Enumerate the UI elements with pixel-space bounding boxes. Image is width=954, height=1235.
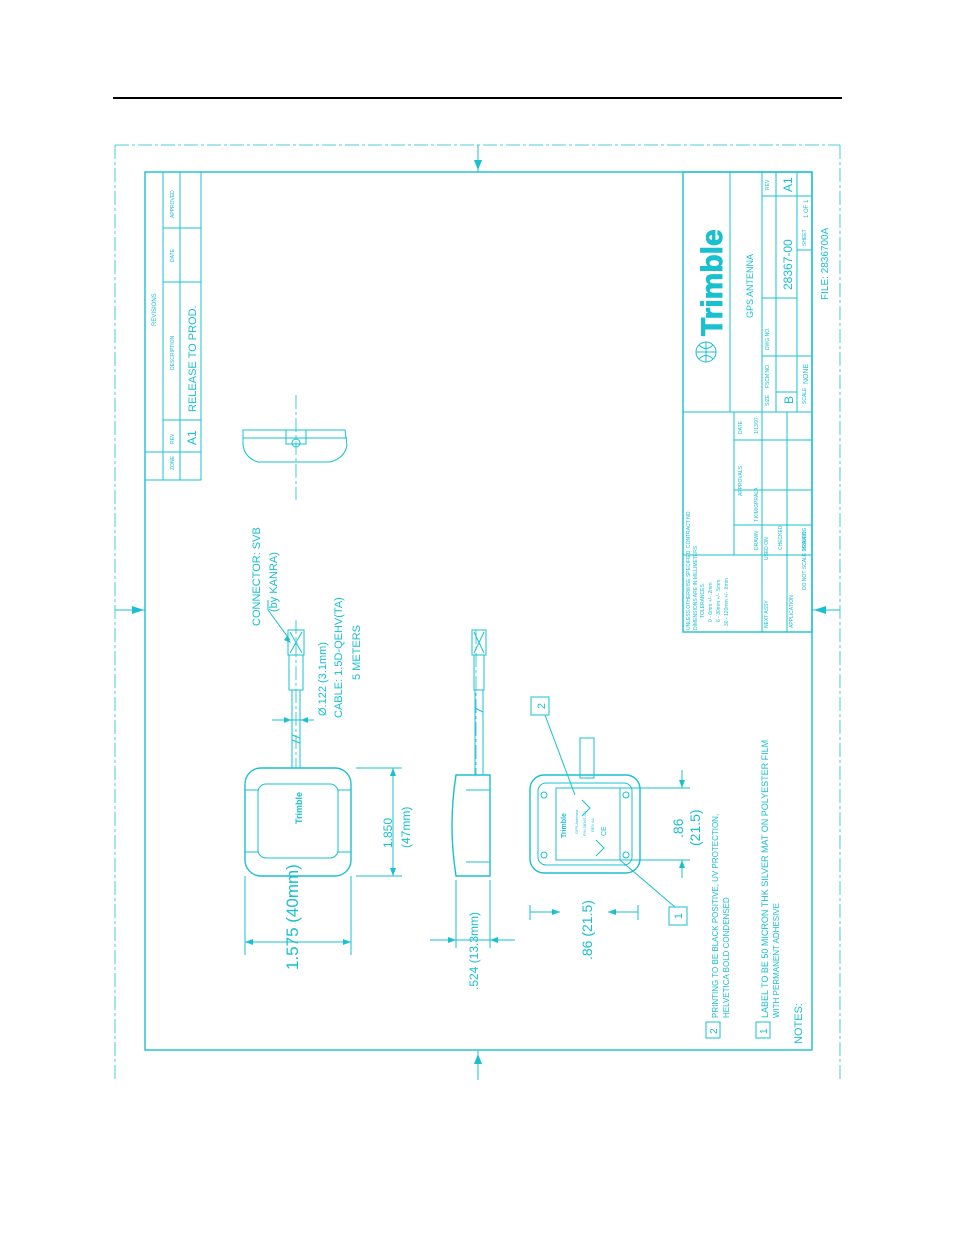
note-2-number: 2 <box>709 1028 720 1034</box>
label-art-line3: REV A1 <box>590 817 595 832</box>
page-header-rule <box>113 97 842 99</box>
rev-col-zone: ZONE <box>170 455 176 470</box>
cable-type-text: CABLE: 1.5D-QEHV(TA) <box>333 597 345 718</box>
flag-2-callout: 2 <box>530 696 576 796</box>
label-height-text: .86 <box>670 818 686 838</box>
used-on-label: USED ON <box>764 537 770 560</box>
approvals-label: APPROVALS <box>738 465 744 496</box>
drawing-title: GPS ANTENNA <box>745 254 755 318</box>
size-value: B <box>782 396 796 404</box>
issued-label: ISSUED <box>802 531 808 550</box>
rev-row-description: RELEASE TO PROD. <box>187 305 199 412</box>
connector-text: CONNECTOR: SVB <box>251 527 263 626</box>
company-logo: Trimble <box>696 229 729 336</box>
checked-label: CHECKED <box>778 525 784 550</box>
note-1-text: LABEL TO BE 50 MICRON THK SILVER MAT ON … <box>760 740 770 1018</box>
contract-no-label: CONTRACT NO. <box>686 510 692 548</box>
notes-section: NOTES: 1 LABEL TO BE 50 MICRON THK SILVE… <box>705 740 805 1044</box>
drawn-label: DRAWN <box>754 531 760 550</box>
dwg-no-label: DWG NO. <box>765 328 771 351</box>
label-art-line2: P/N 28367-00 <box>582 811 587 836</box>
rev-col-date: DATE <box>170 248 176 262</box>
tolerance-line-1: UNLESS OTHERWISE SPECIFIED <box>686 550 692 630</box>
label-width-text: .86 (21.5) <box>579 900 595 960</box>
length-dimension: 1.850 (47mm) <box>356 767 413 877</box>
rev-label: REV <box>765 179 771 190</box>
height-dim-text: .524 (13.3mm) <box>467 912 481 990</box>
length-dim-mm-text: (47mm) <box>399 807 413 848</box>
width-dimension: 1.575 (40mm) <box>244 864 352 970</box>
date-label: DATE <box>738 420 744 434</box>
flag-1-callout: 1 <box>619 859 688 926</box>
label-width-dimension: .86 (21.5) <box>529 900 639 960</box>
tolerance-line-4: 0 - 6mm +/- .2mm <box>708 582 714 622</box>
rev-col-approved: APPROVED <box>170 190 176 218</box>
flag-2-text: 2 <box>536 703 548 709</box>
application-label: APPLICATION <box>789 595 795 628</box>
revisions-header: REVISIONS <box>152 293 158 326</box>
antenna-profile-view: .524 (13.3mm) <box>430 629 515 990</box>
tolerance-line-6: 30 - 120mm +/- .8mm <box>724 578 730 626</box>
drawn-date: 1/13/97 <box>754 417 760 434</box>
note-2-text: PRINTING TO BE BLACK POSITIVE, UV PROTEC… <box>711 814 720 1018</box>
notes-heading: NOTES: <box>793 1003 805 1044</box>
tolerance-line-5: 6 - 30mm +/- .5mm <box>716 580 722 622</box>
rev-col-rev: REV <box>170 433 176 444</box>
label-height-mm-text: (21.5) <box>687 809 703 846</box>
antenna-bottom-view: Trimble GPS Antenna P/N 28367-00 REV A1 … <box>529 737 641 874</box>
dwg-no-value: 28367-00 <box>781 239 795 290</box>
title-block: Trimble GPS ANTENNA SIZE FSCM NO. DWG NO… <box>682 171 831 633</box>
fscm-label: FSCM NO. <box>765 364 771 388</box>
file-name: FILE: 2836700A <box>820 227 831 300</box>
top-view-logo: Trimble <box>294 792 304 824</box>
zone-arrows <box>115 145 840 1080</box>
cable-length-text: 5 METERS <box>351 625 363 680</box>
sheet-value: 1 OF 1 <box>804 199 810 218</box>
width-dim-text: 1.575 (40mm) <box>283 864 302 970</box>
rev-col-description: DESCRIPTION <box>170 335 176 370</box>
drawn-by: T.KIM/GPRALA <box>754 487 760 522</box>
size-label: SIZE <box>765 394 771 406</box>
sheet-label: SHEET <box>802 229 808 246</box>
flag-1-text: 1 <box>673 913 685 919</box>
next-assy-label: NEXT ASSY <box>764 600 770 628</box>
tolerance-line-2: DIMENSIONS ARE IN MILLIMETERS <box>693 545 699 630</box>
note-1-number: 1 <box>759 1028 770 1034</box>
scale-label: SCALE <box>802 387 808 404</box>
antenna-side-view-end <box>242 395 348 500</box>
ce-mark: CE <box>601 826 608 836</box>
length-dim-text: 1.850 <box>381 818 395 848</box>
do-not-scale: DO NOT SCALE DRAWING <box>802 527 808 590</box>
cable-diameter-text: Ø.122 (3.1mm) <box>317 642 329 716</box>
revisions-block: REVISIONS ZONE REV DESCRIPTION DATE APPR… <box>144 171 202 481</box>
label-height-dimension: .86 (21.5) <box>620 770 703 878</box>
antenna-top-view: Trimble <box>244 620 352 877</box>
note-2-text-2: HELVETICA BOLD CONDENSED <box>722 897 731 1018</box>
rev-row-rev: A1 <box>185 430 199 445</box>
scale-value: NONE <box>803 363 810 384</box>
connector-by-text: (by KANRA) <box>268 552 280 612</box>
label-art-line1: GPS Antenna <box>574 809 579 834</box>
rev-value: A1 <box>781 177 795 192</box>
tolerance-line-3: TOLERANCES: <box>700 583 706 618</box>
connector-callout: CONNECTOR: SVB (by KANRA) Ø.122 (3.1mm) … <box>251 527 363 723</box>
note-1-text-2: WITH PERMANENT ADHESIVE <box>772 903 781 1018</box>
label-art-brand: Trimble <box>561 813 568 838</box>
